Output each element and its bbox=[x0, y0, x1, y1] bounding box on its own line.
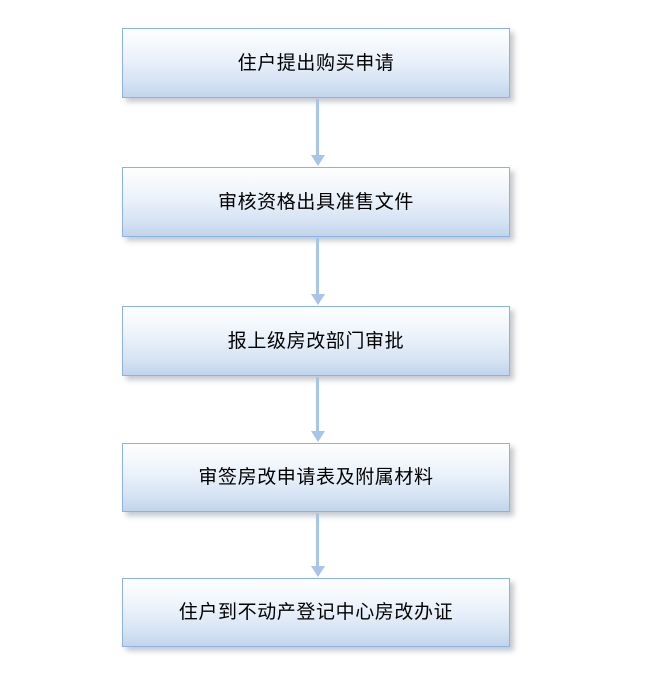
flowchart-node-label: 审核资格出具准售文件 bbox=[217, 190, 414, 213]
flowchart-arrow-down-1 bbox=[310, 99, 326, 166]
flowchart-node-step-5[interactable]: 住户到不动产登记中心房改办证 bbox=[122, 578, 510, 647]
flowchart-node-step-3[interactable]: 报上级房改部门审批 bbox=[122, 306, 510, 376]
flowchart-node-label: 报上级房改部门审批 bbox=[227, 329, 405, 352]
flowchart-node-step-4[interactable]: 审签房改申请表及附属材料 bbox=[122, 443, 510, 512]
arrow-head-icon bbox=[311, 155, 325, 166]
flowchart-node-label: 住户提出购买申请 bbox=[237, 51, 395, 74]
flowchart-node-label: 审签房改申请表及附属材料 bbox=[198, 466, 434, 488]
arrow-shaft bbox=[316, 377, 319, 431]
flowchart-arrow-down-2 bbox=[310, 238, 326, 305]
arrow-head-icon bbox=[311, 431, 325, 442]
flowchart-arrow-down-4 bbox=[310, 513, 326, 577]
arrow-shaft bbox=[316, 513, 319, 566]
flowchart-node-step-1[interactable]: 住户提出购买申请 bbox=[122, 28, 510, 98]
flowchart-arrow-down-3 bbox=[310, 377, 326, 442]
arrow-head-icon bbox=[311, 294, 325, 305]
arrow-head-icon bbox=[311, 566, 325, 577]
flowchart-node-label: 住户到不动产登记中心房改办证 bbox=[178, 601, 454, 623]
arrow-shaft bbox=[316, 238, 319, 294]
arrow-shaft bbox=[316, 99, 319, 155]
flowchart-node-step-2[interactable]: 审核资格出具准售文件 bbox=[122, 167, 510, 237]
